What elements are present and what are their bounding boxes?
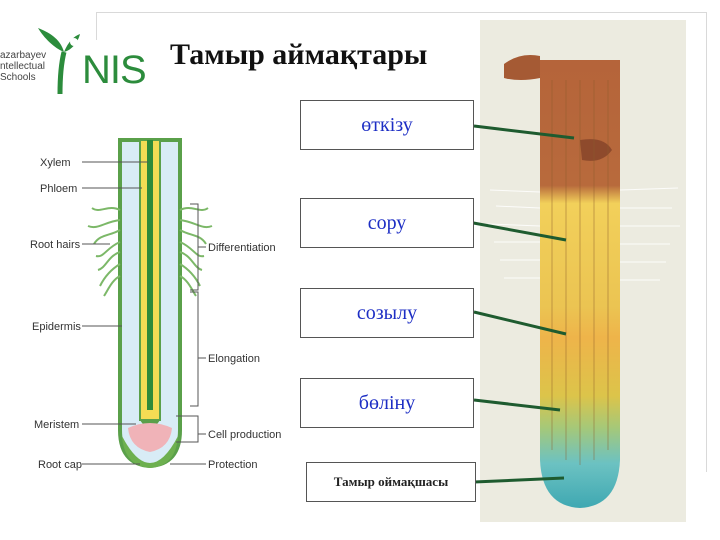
label-differentiation: Differentiation (208, 242, 276, 254)
logo-school-name: azarbayev ntellectual Schools (0, 50, 46, 83)
photo-root-top (504, 55, 540, 80)
label-meristem: Meristem (34, 419, 79, 431)
label-phloem: Phloem (40, 183, 77, 195)
label-root-cap: Root cap (38, 459, 82, 471)
sprout-logo-icon (38, 28, 80, 95)
root-photo (480, 20, 686, 522)
label-elongation: Elongation (208, 353, 260, 365)
label-epidermis: Epidermis (32, 321, 81, 333)
logo-line: ntellectual (0, 61, 46, 72)
logo-nis-text: NIS (82, 48, 147, 92)
nis-logo: azarbayev ntellectual Schools NIS (0, 22, 160, 102)
bracket-cell-production (176, 415, 199, 443)
label-protection: Protection (208, 459, 258, 471)
xylem-strand (147, 140, 153, 410)
logo-line: azarbayev (0, 50, 47, 61)
label-cell-production: Cell production (208, 429, 281, 441)
label-xylem: Xylem (40, 157, 71, 169)
zone-label-root-cap: Тамыр оймақшасы (306, 462, 476, 502)
frame-rule (96, 12, 97, 40)
frame-rule (96, 12, 706, 13)
meristem-region (128, 423, 172, 452)
zone-label-conduction: өткізу (300, 100, 474, 150)
zone-label-elongation: созылу (300, 288, 474, 338)
photo-root-body (540, 60, 620, 508)
frame-rule (706, 12, 707, 472)
zone-label-division: бөліну (300, 378, 474, 428)
page-title: Тамыр аймақтары (170, 38, 428, 71)
logo-line: Schools (0, 72, 36, 83)
label-root-hairs: Root hairs (30, 239, 81, 251)
zone-label-absorption: сору (300, 198, 474, 248)
root-cap-region (122, 436, 178, 468)
bracket-elongation (190, 291, 199, 407)
root-zones-diagram: Xylem Phloem Root hairs Epidermis Merist… (30, 138, 281, 471)
